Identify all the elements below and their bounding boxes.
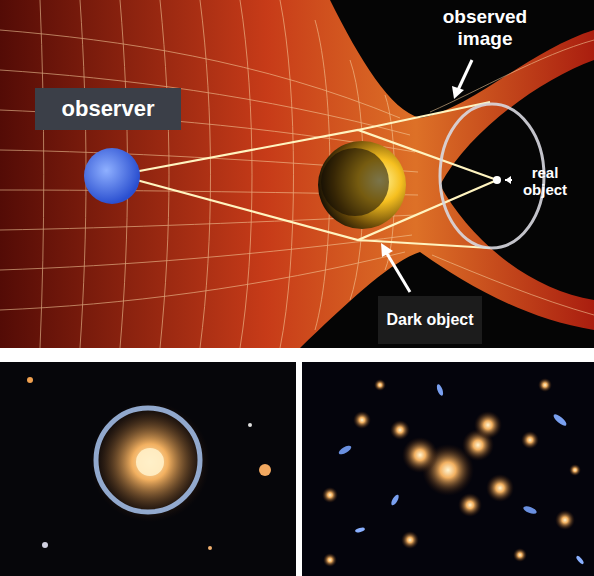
spacetime-grid bbox=[0, 0, 594, 348]
space-background bbox=[0, 0, 594, 348]
arrowhead bbox=[381, 243, 393, 257]
einstein-ring bbox=[440, 104, 544, 248]
real-object-label: real object bbox=[510, 164, 580, 199]
leader-line bbox=[458, 60, 472, 90]
ring-photo bbox=[0, 362, 296, 576]
dark-object-sphere bbox=[318, 141, 406, 229]
dark-object-label-box: Dark object bbox=[378, 296, 482, 344]
node-text: Dark object bbox=[386, 311, 473, 329]
lens-galaxy bbox=[90, 402, 210, 522]
real-object-dot bbox=[493, 176, 501, 184]
arrowhead bbox=[452, 86, 464, 99]
observer-label-box: observer bbox=[35, 88, 181, 130]
cluster-photo bbox=[302, 362, 594, 576]
einstein-ring-photo bbox=[96, 408, 200, 512]
observer-sphere bbox=[84, 148, 140, 204]
node-text: observer bbox=[62, 97, 155, 121]
arrowhead bbox=[505, 176, 511, 184]
galaxy-cluster bbox=[322, 378, 585, 567]
spacetime-sheet bbox=[0, 0, 594, 348]
observed-image-label: observed image bbox=[425, 6, 545, 50]
leader-line bbox=[386, 252, 410, 292]
